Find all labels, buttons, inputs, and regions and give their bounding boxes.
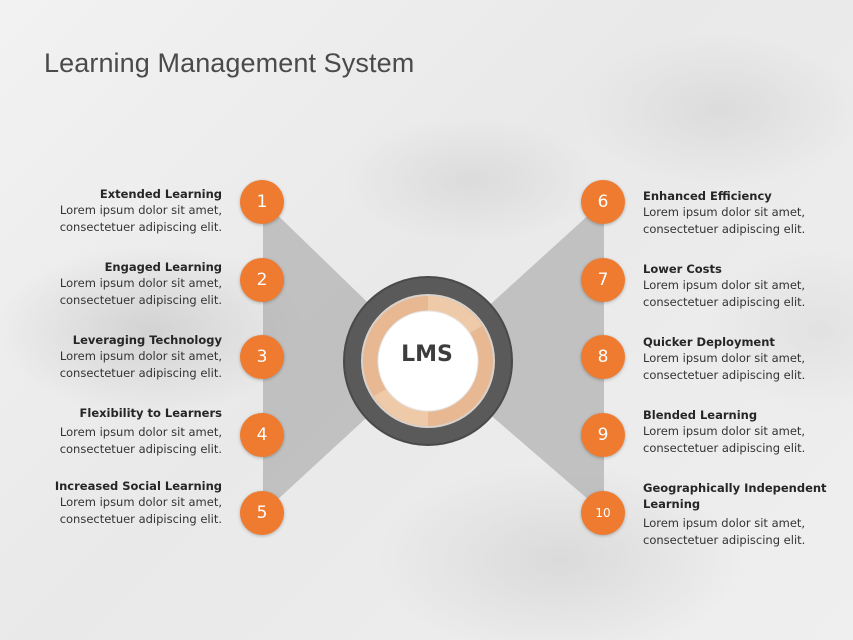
- item-description-line1: Lorem ipsum dolor sit amet,: [59, 203, 222, 217]
- number-badge-2: 2: [240, 258, 284, 302]
- number-badge-8: 8: [581, 335, 625, 379]
- number-badge-1: 1: [240, 180, 284, 224]
- item-description-line2: consectetuer adipiscing elit.: [643, 368, 806, 382]
- left-item-5: Increased Social Learning Lorem ipsum do…: [22, 478, 222, 528]
- left-item-1: Extended Learning Lorem ipsum dolor sit …: [22, 186, 222, 236]
- number-badge-5: 5: [240, 491, 284, 535]
- item-description-line2: consectetuer adipiscing elit.: [643, 222, 806, 236]
- item-description-line2: consectetuer adipiscing elit.: [59, 220, 222, 234]
- item-description-line1: Lorem ipsum dolor sit amet,: [59, 425, 222, 439]
- item-heading: Extended Learning: [99, 187, 222, 201]
- item-description-line2: consectetuer adipiscing elit.: [643, 441, 806, 455]
- item-heading: Blended Learning: [643, 408, 758, 422]
- item-description-line1: Lorem ipsum dolor sit amet,: [643, 351, 806, 365]
- item-description-line1: Lorem ipsum dolor sit amet,: [643, 424, 806, 438]
- number-badge-6: 6: [581, 180, 625, 224]
- right-item-8: Quicker Deployment Lorem ipsum dolor sit…: [643, 334, 843, 384]
- hub-label: LMS: [401, 342, 453, 367]
- item-description-line1: Lorem ipsum dolor sit amet,: [59, 349, 222, 363]
- left-item-4: Flexibility to Learners Lorem ipsum dolo…: [22, 405, 222, 458]
- item-heading: Leveraging Technology: [72, 333, 222, 347]
- number-badge-3: 3: [240, 335, 284, 379]
- item-heading: Increased Social Learning: [54, 479, 222, 493]
- item-description-line1: Lorem ipsum dolor sit amet,: [643, 205, 806, 219]
- number-badge-4: 4: [240, 413, 284, 457]
- left-item-2: Engaged Learning Lorem ipsum dolor sit a…: [22, 259, 222, 309]
- right-funnel-shape: [428, 201, 604, 513]
- item-description-line2: consectetuer adipiscing elit.: [59, 442, 222, 456]
- right-item-9: Blended Learning Lorem ipsum dolor sit a…: [643, 407, 843, 457]
- item-heading: Lower Costs: [643, 262, 722, 276]
- number-badge-7: 7: [581, 258, 625, 302]
- slide-title: Learning Management System: [44, 48, 415, 78]
- item-description-line2: consectetuer adipiscing elit.: [59, 512, 222, 526]
- item-description-line2: consectetuer adipiscing elit.: [59, 366, 222, 380]
- item-description-line2: consectetuer adipiscing elit.: [643, 533, 806, 547]
- right-item-7: Lower Costs Lorem ipsum dolor sit amet, …: [643, 261, 843, 311]
- item-description-line1: Lorem ipsum dolor sit amet,: [643, 278, 806, 292]
- item-heading: Geographically Independent Learning: [643, 481, 827, 511]
- item-heading: Quicker Deployment: [643, 335, 775, 349]
- right-item-10: Geographically Independent Learning Lore…: [643, 480, 833, 549]
- hub-center: [378, 311, 478, 411]
- item-description-line2: consectetuer adipiscing elit.: [59, 293, 222, 307]
- item-heading: Engaged Learning: [104, 260, 222, 274]
- item-description-line1: Lorem ipsum dolor sit amet,: [59, 276, 222, 290]
- number-badge-9: 9: [581, 413, 625, 457]
- item-description-line1: Lorem ipsum dolor sit amet,: [59, 495, 222, 509]
- right-item-6: Enhanced Efficiency Lorem ipsum dolor si…: [643, 188, 843, 238]
- item-heading: Flexibility to Learners: [79, 406, 222, 420]
- item-description-line2: consectetuer adipiscing elit.: [643, 295, 806, 309]
- item-description-line1: Lorem ipsum dolor sit amet,: [643, 516, 806, 530]
- number-badge-10: 10: [581, 491, 625, 535]
- left-item-3: Leveraging Technology Lorem ipsum dolor …: [22, 332, 222, 382]
- item-heading: Enhanced Efficiency: [643, 189, 772, 203]
